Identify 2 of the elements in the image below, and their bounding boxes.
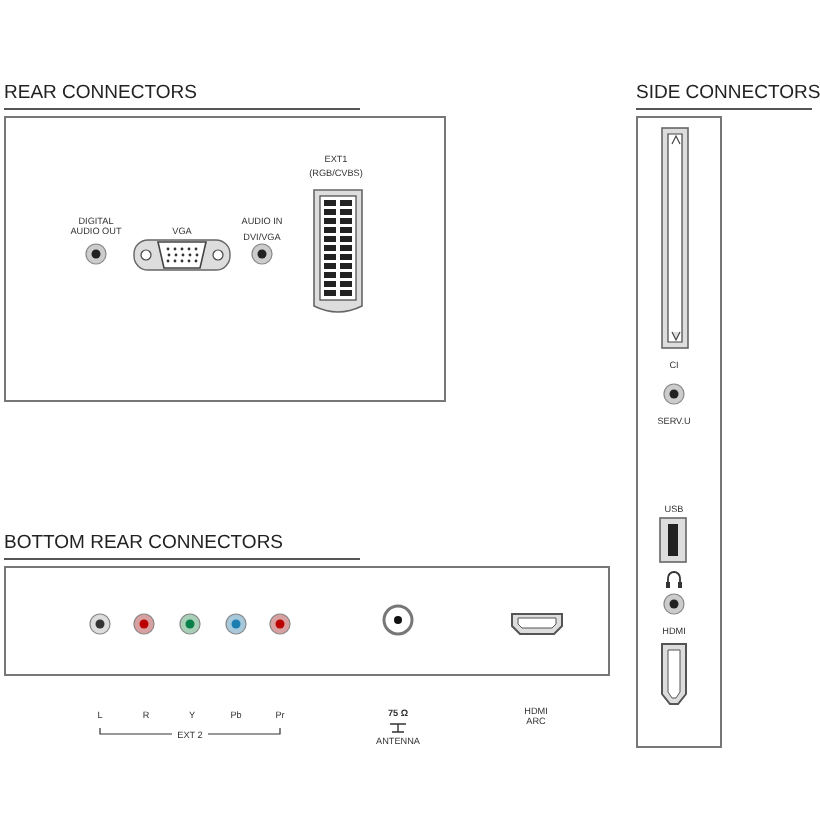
section-heading: REAR CONNECTORS [4,82,360,110]
section-heading: BOTTOM REAR CONNECTORS [4,532,360,560]
